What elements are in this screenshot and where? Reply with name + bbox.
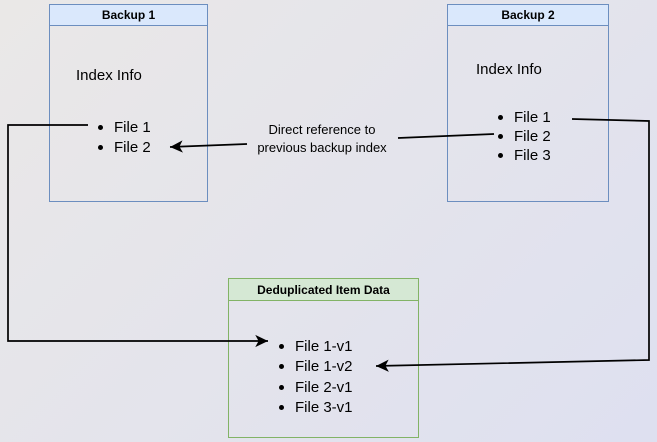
bullet-icon xyxy=(98,144,103,150)
list-item: File 2-v1 xyxy=(279,377,353,398)
backup1-title: Backup 1 xyxy=(101,8,156,22)
backup2-title: Backup 2 xyxy=(501,8,555,22)
backup2-index-info-label: Index Info xyxy=(476,61,542,78)
backup1-header: Backup 1 xyxy=(50,5,207,26)
dedup-title: Deduplicated Item Data xyxy=(257,282,390,297)
list-item: File 3-v1 xyxy=(279,398,353,419)
bullet-icon xyxy=(279,364,284,370)
dedup-node: Deduplicated Item Data File 1-v1 File 1-… xyxy=(228,278,419,438)
backup1-file-1: File 1 xyxy=(114,118,151,136)
backup2-file-1: File 1 xyxy=(514,109,551,126)
bullet-icon xyxy=(279,384,284,390)
list-item: File 2 xyxy=(98,137,151,157)
list-item: File 2 xyxy=(498,127,551,146)
bullet-icon xyxy=(98,124,103,130)
list-item: File 1-v2 xyxy=(279,357,353,378)
backup2-header: Backup 2 xyxy=(448,5,608,26)
backup1-file-2: File 2 xyxy=(114,138,151,156)
bullet-icon xyxy=(279,405,284,411)
direct-reference-edge-label: Direct reference to previous backup inde… xyxy=(240,121,404,157)
backup2-node: Backup 2 Index Info File 1 File 2 File 3 xyxy=(447,4,609,202)
backup1-file-list: File 1 File 2 xyxy=(98,117,151,157)
dedup-item-4: File 3-v1 xyxy=(295,399,353,417)
dedup-item-1: File 1-v1 xyxy=(295,337,353,355)
backup2-file-3: File 3 xyxy=(514,147,551,164)
bullet-icon xyxy=(498,134,503,139)
list-item: File 1 xyxy=(98,117,151,137)
edge-label-line1: Direct reference to xyxy=(268,122,376,137)
dedup-item-3: File 2-v1 xyxy=(295,378,353,396)
dedup-item-list: File 1-v1 File 1-v2 File 2-v1 File 3-v1 xyxy=(279,336,353,418)
backup1-node: Backup 1 Index Info File 1 File 2 xyxy=(49,4,208,202)
backup2-file-2: File 2 xyxy=(514,128,551,145)
list-item: File 3 xyxy=(498,146,551,165)
bullet-icon xyxy=(498,115,503,120)
list-item: File 1-v1 xyxy=(279,336,353,357)
backup2-file-list: File 1 File 2 File 3 xyxy=(498,108,551,165)
dedup-item-2: File 1-v2 xyxy=(295,358,353,376)
bullet-icon xyxy=(279,343,284,349)
bullet-icon xyxy=(498,153,503,158)
dedup-header: Deduplicated Item Data xyxy=(229,279,418,301)
backup1-index-info-label: Index Info xyxy=(76,67,142,84)
edge-label-line2: previous backup index xyxy=(257,140,387,155)
list-item: File 1 xyxy=(498,108,551,127)
